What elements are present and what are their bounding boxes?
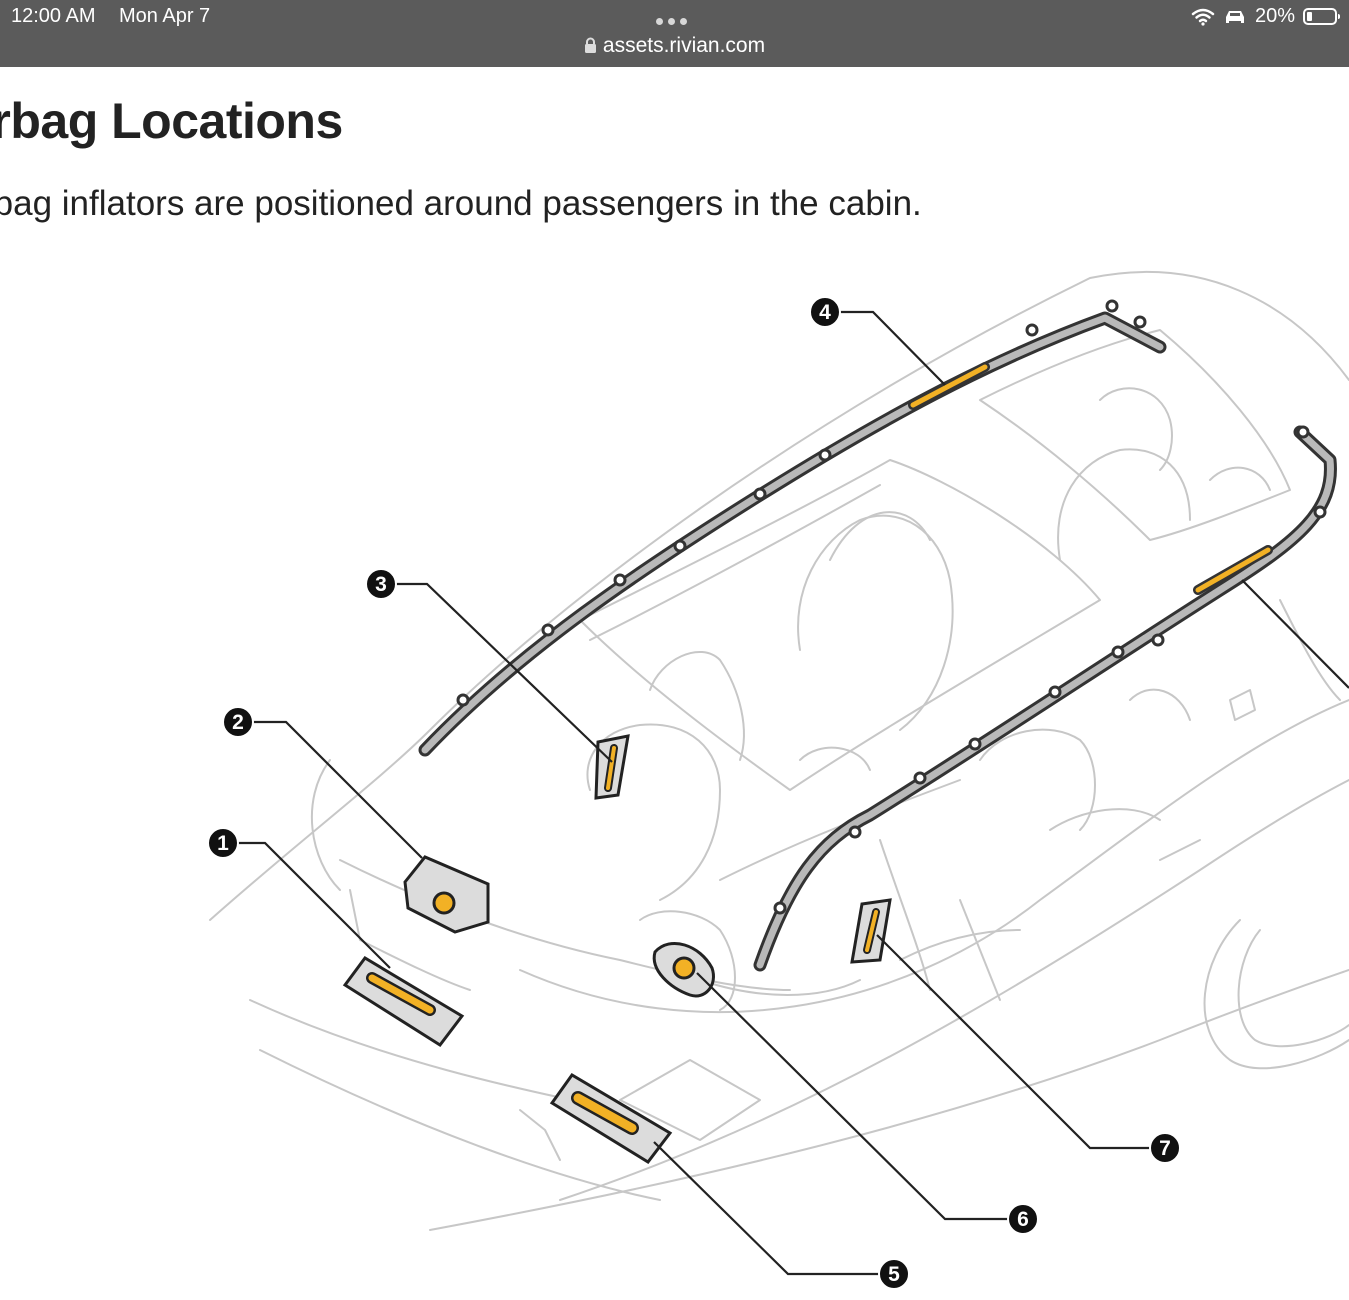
status-date: Mon Apr 7 xyxy=(119,5,211,27)
page-subtitle: rbag inflators are positioned around pas… xyxy=(0,184,922,223)
svg-text:6: 6 xyxy=(1017,1208,1029,1231)
more-dots-icon[interactable] xyxy=(656,12,692,30)
page-title: irbag Locations xyxy=(0,93,343,149)
callout-1: 1 xyxy=(207,827,239,859)
callout-7: 7 xyxy=(1149,1132,1181,1164)
curtain-airbag-rails xyxy=(418,299,1337,972)
inflator-2-passenger xyxy=(403,855,490,934)
svg-text:7: 7 xyxy=(1159,1137,1171,1160)
car-icon xyxy=(1225,10,1244,23)
inflator-7-seat xyxy=(850,898,892,964)
vehicle-illustration xyxy=(209,271,1349,1231)
callout-6: 6 xyxy=(1007,1203,1039,1235)
svg-text:3: 3 xyxy=(375,573,387,596)
callout-5: 5 xyxy=(878,1258,910,1290)
status-bar: 12:00 AM Mon Apr 7 assets.rivian.com 20% xyxy=(0,0,1349,67)
callout-leaders xyxy=(236,310,1349,1276)
svg-text:4: 4 xyxy=(819,301,831,324)
wifi-icon xyxy=(1191,8,1215,26)
inflator-6-driver xyxy=(652,941,715,998)
url-text: assets.rivian.com xyxy=(602,34,766,57)
inflator-3-seat xyxy=(594,734,630,800)
address-bar[interactable]: assets.rivian.com xyxy=(0,34,1349,58)
lock-icon xyxy=(584,37,596,53)
battery-percent: 20% xyxy=(1254,5,1295,27)
callout-2: 2 xyxy=(222,706,254,738)
svg-text:2: 2 xyxy=(232,711,244,734)
status-time: 12:00 AM xyxy=(11,5,96,27)
svg-text:5: 5 xyxy=(888,1263,900,1286)
inflator-1-knee xyxy=(342,956,465,1048)
inflator-5-knee-driver xyxy=(549,1073,673,1164)
svg-text:1: 1 xyxy=(217,832,229,855)
status-icons: 20% xyxy=(1183,5,1340,28)
callout-3: 3 xyxy=(365,568,397,600)
callout-4: 4 xyxy=(809,296,841,328)
battery-icon xyxy=(1303,8,1340,25)
airbag-diagram: 1 2 3 4 5 6 7 xyxy=(207,271,1349,1290)
